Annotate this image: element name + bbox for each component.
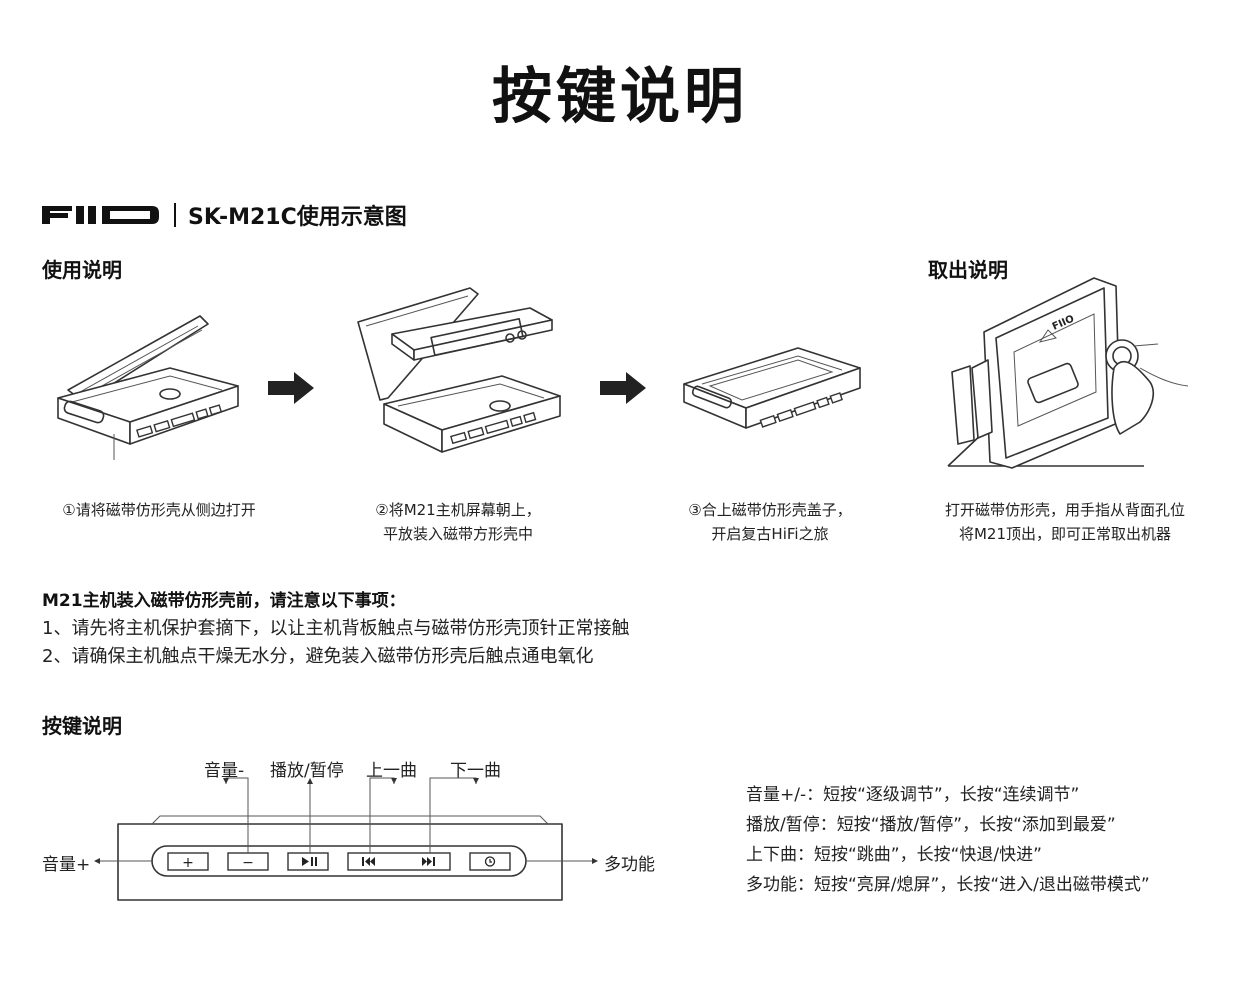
play-pause-icon (302, 857, 317, 866)
step3-caption-line1: ③合上磁带仿形壳盖子， (688, 501, 852, 519)
brand-header: SK-M21C使用示意图 (42, 198, 407, 232)
arrow-right-icon (600, 372, 646, 404)
usage-heading: 使用说明 (42, 258, 122, 282)
step2-caption-line1: ②将M21主机屏幕朝上， (375, 501, 541, 519)
desc-track: 上下曲：短按“跳曲”，长按“快退/快进” (746, 845, 1042, 865)
desc-play-pause: 播放/暂停：短按“播放/暂停”，长按“添加到最爱” (746, 815, 1116, 835)
step1-caption: ①请将磁带仿形壳从侧边打开 (0, 498, 318, 522)
note-item-1: 1、请先将主机保护套摘下，以让主机背板触点与磁带仿形壳顶针正常接触 (42, 618, 630, 639)
step3-illustration (683, 347, 861, 429)
label-play-pause: 播放/暂停 (270, 761, 344, 781)
brand-subtitle: SK-M21C使用示意图 (188, 205, 407, 230)
page-title: 按键说明 (492, 62, 748, 132)
label-multi: 多功能 (604, 855, 655, 875)
multifunction-icon (484, 856, 496, 867)
notes-heading: M21主机装入磁带仿形壳前，请注意以下事项： (42, 591, 406, 611)
removal-caption-line1: 打开磁带仿形壳，用手指从背面孔位 (944, 501, 1185, 519)
label-vol-up: 音量+ (42, 855, 91, 875)
label-prev: 上一曲 (366, 761, 417, 781)
plus-icon: + (182, 855, 194, 871)
arrow-right-icon (268, 372, 314, 404)
prev-next-key (347, 852, 451, 871)
removal-caption: 打开磁带仿形壳，用手指从背面孔位 将M21顶出，即可正常取出机器 (910, 498, 1220, 546)
step1-illustration (57, 315, 239, 460)
prev-track-icon (362, 857, 375, 866)
step1-caption-line1: ①请将磁带仿形壳从侧边打开 (62, 501, 256, 519)
removal-illustration: FIIO (947, 277, 1189, 469)
step2-caption-line2: 平放装入磁带方形壳中 (382, 525, 533, 543)
label-next: 下一曲 (450, 761, 501, 781)
fiio-logo (42, 206, 159, 224)
step3-caption-line2: 开启复古HiFi之旅 (711, 525, 829, 543)
note-item-2: 2、请确保主机触点干燥无水分，避免装入磁带仿形壳后触点通电氧化 (42, 646, 594, 667)
removal-caption-line2: 将M21顶出，即可正常取出机器 (958, 525, 1172, 543)
desc-volume: 音量+/-：短按“逐级调节”，长按“连续调节” (746, 785, 1080, 805)
button-panel-diagram: + − (94, 777, 598, 901)
removal-heading: 取出说明 (928, 258, 1008, 282)
label-vol-down: 音量- (204, 761, 245, 781)
desc-multi: 多功能：短按“亮屏/熄屏”，长按“进入/退出磁带模式” (746, 875, 1150, 895)
minus-icon: − (242, 855, 254, 871)
vol-up-key (167, 852, 209, 871)
buttons-heading: 按键说明 (42, 714, 122, 738)
brand-divider (174, 203, 176, 227)
step3-caption: ③合上磁带仿形壳盖子， 开启复古HiFi之旅 (640, 498, 900, 546)
next-track-icon (422, 857, 435, 866)
step2-illustration (357, 287, 561, 453)
step2-caption: ②将M21主机屏幕朝上， 平放装入磁带方形壳中 (318, 498, 598, 546)
